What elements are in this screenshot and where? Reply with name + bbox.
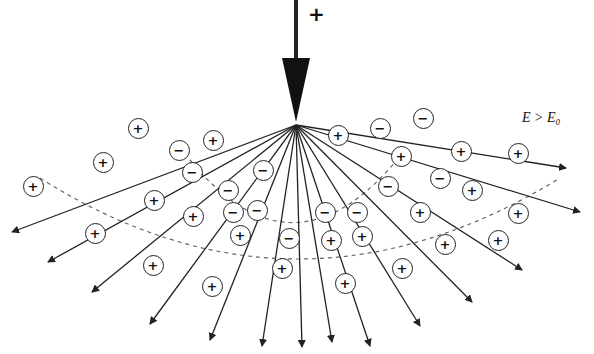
ion-circle: − — [247, 200, 268, 221]
polarity-sign: + — [306, 2, 327, 26]
ion-circle: + — [23, 176, 44, 197]
ion-sign: − — [174, 144, 185, 157]
ion-circle: + — [202, 276, 223, 297]
ion-sign: + — [133, 122, 144, 135]
ion-sign: + — [340, 277, 351, 290]
ion-circle: + — [272, 258, 293, 279]
ion-circle: + — [451, 141, 472, 162]
ion-sign: + — [208, 134, 219, 147]
ion-sign: − — [258, 164, 269, 177]
ion-circle: + — [391, 146, 412, 167]
ion-sign: − — [320, 206, 331, 219]
ion-sign: + — [396, 150, 407, 163]
ion-sign: + — [188, 210, 199, 223]
ion-sign: + — [467, 184, 478, 197]
ion-circle: − — [378, 176, 399, 197]
ion-circle: − — [279, 228, 300, 249]
ion-sign: + — [90, 227, 101, 240]
ion-sign: − — [375, 122, 386, 135]
ion-sign: + — [493, 234, 504, 247]
ion-circle: + — [93, 152, 114, 173]
ion-circle: − — [347, 202, 368, 223]
ion-circle: + — [488, 230, 509, 251]
ion-circle: − — [430, 168, 451, 189]
ion-circle: + — [128, 118, 149, 139]
ion-sign: + — [513, 147, 524, 160]
ion-sign: + — [98, 156, 109, 169]
ion-sign: + — [397, 262, 408, 275]
ion-circle: − — [370, 118, 391, 139]
ion-sign: + — [235, 229, 246, 242]
ion-circle: − — [315, 202, 336, 223]
ion-circle: + — [203, 130, 224, 151]
ion-circle: + — [462, 180, 483, 201]
ion-circle: + — [321, 230, 342, 251]
ion-sign: − — [435, 172, 446, 185]
ion-sign: + — [207, 280, 218, 293]
boundary-curves — [40, 150, 560, 259]
ion-circle: + — [352, 226, 373, 247]
ion-circle: + — [144, 190, 165, 211]
ion-circle: + — [508, 203, 529, 224]
ion-circle: + — [435, 234, 456, 255]
ion-sign: − — [228, 206, 239, 219]
ion-sign: − — [418, 112, 429, 125]
ion-circle: + — [85, 223, 106, 244]
outer-dashed-boundary — [40, 178, 560, 259]
ion-sign: + — [326, 234, 337, 247]
ion-sign: − — [223, 184, 234, 197]
ion-circle: + — [410, 202, 431, 223]
ion-sign: − — [284, 232, 295, 245]
ion-sign: + — [28, 180, 39, 193]
field-lines — [12, 125, 580, 347]
ion-sign: + — [148, 259, 159, 272]
ion-circle: + — [328, 125, 349, 146]
ion-sign: − — [383, 180, 394, 193]
ion-circle: − — [218, 180, 239, 201]
ion-circle: + — [230, 225, 251, 246]
ion-circle: − — [182, 162, 203, 183]
ion-circle: + — [392, 258, 413, 279]
ion-circle: − — [253, 160, 274, 181]
ion-circle: − — [223, 202, 244, 223]
ion-sign: + — [277, 262, 288, 275]
ion-circle: − — [169, 140, 190, 161]
ion-sign: + — [440, 238, 451, 251]
ion-circle: − — [413, 108, 434, 129]
ion-sign: + — [513, 207, 524, 220]
ion-sign: + — [415, 206, 426, 219]
ion-sign: + — [357, 230, 368, 243]
ion-sign: + — [149, 194, 160, 207]
ion-sign: + — [456, 145, 467, 158]
ion-circle: + — [335, 273, 356, 294]
ion-circle: + — [508, 143, 529, 164]
field-condition: E > E₀ — [520, 110, 562, 126]
ion-circle: + — [143, 255, 164, 276]
ion-sign: − — [352, 206, 363, 219]
ion-circle: + — [183, 206, 204, 227]
ion-sign: − — [252, 204, 263, 217]
ion-sign: − — [187, 166, 198, 179]
ion-sign: + — [333, 129, 344, 142]
